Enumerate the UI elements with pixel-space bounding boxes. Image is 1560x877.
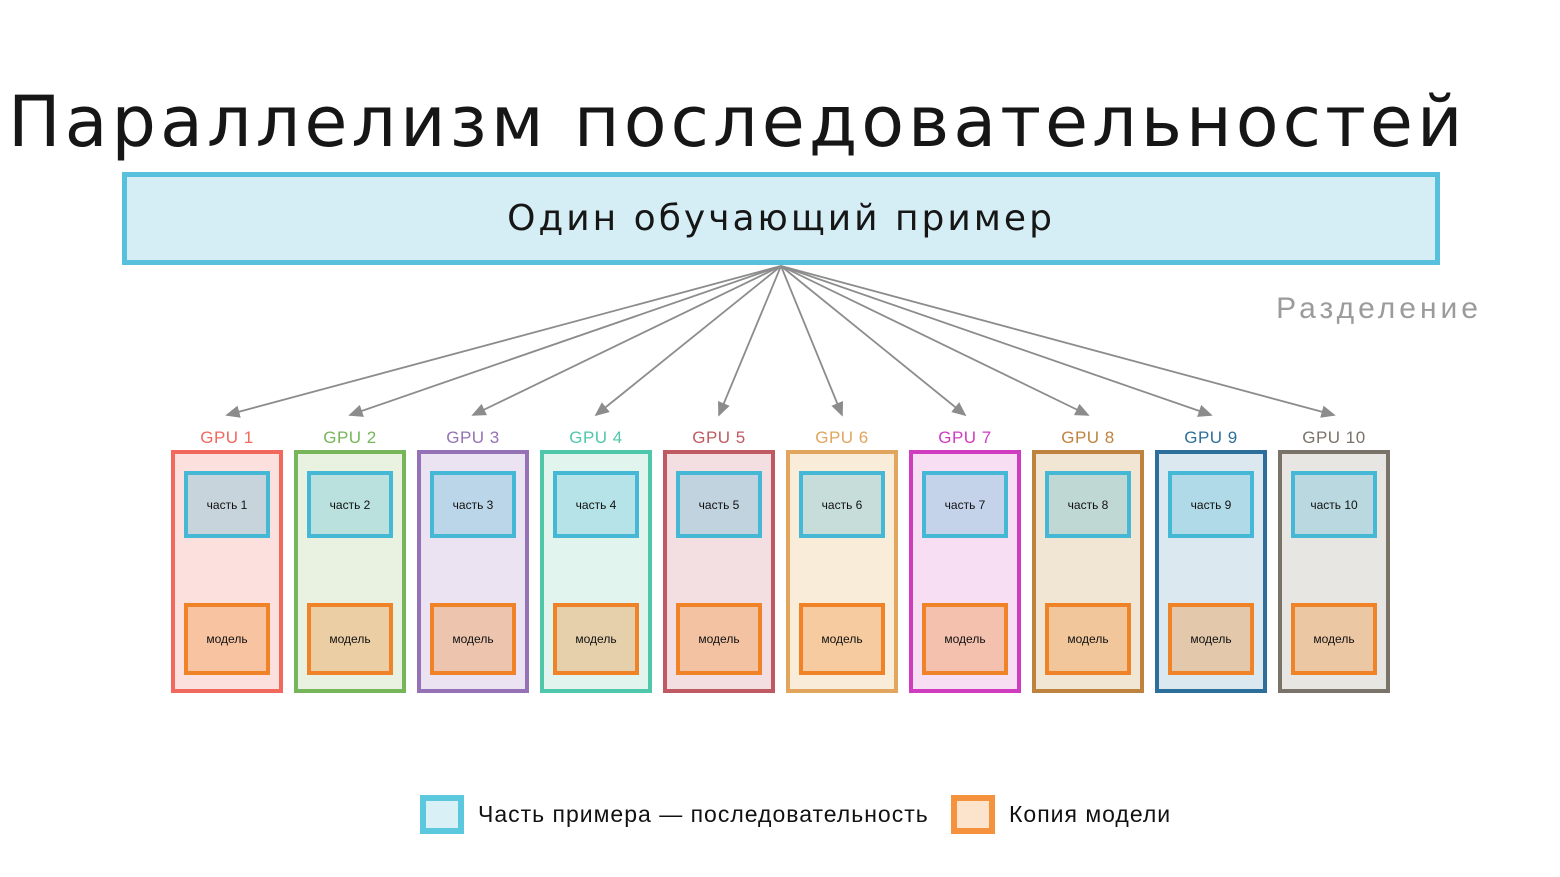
sequence-swatch-icon [420,795,464,834]
gpu-box: часть 6 модель [786,450,898,693]
gpu-box: часть 4 модель [540,450,652,693]
sequence-part-box: часть 5 [676,471,762,538]
model-copy-box: модель [676,603,762,675]
sequence-part-box: часть 1 [184,471,270,538]
sequence-part-label: часть 10 [1310,497,1358,512]
model-copy-label: модель [944,632,986,646]
sequence-part-label: часть 1 [206,497,248,512]
model-copy-label: модель [452,632,494,646]
legend-item-model: Копия модели [951,795,1171,834]
gpu-box: часть 8 модель [1032,450,1144,693]
gpu-box: часть 7 модель [909,450,1021,693]
sequence-part-box: часть 2 [307,471,393,538]
gpu-label: GPU 6 [815,428,869,447]
sequence-part-box: часть 9 [1168,471,1254,538]
gpu-box: часть 5 модель [663,450,775,693]
sequence-part-label: часть 6 [821,497,863,512]
gpu-label: GPU 9 [1184,428,1238,447]
gpu-column: GPU 6 часть 6 модель [786,428,898,693]
model-copy-label: модель [206,632,248,646]
model-copy-box: модель [1045,603,1131,675]
split-arrow [780,265,1090,416]
split-arrow [780,265,844,417]
sequence-part-label: часть 8 [1067,497,1109,512]
gpu-box: часть 10 модель [1278,450,1390,693]
split-arrow [718,265,782,417]
model-copy-label: модель [821,632,863,646]
model-copy-label: модель [1313,632,1355,646]
split-label: Разделение [1276,292,1482,325]
sequence-part-label: часть 3 [452,497,494,512]
model-swatch-icon [951,795,995,834]
gpu-label: GPU 4 [569,428,623,447]
model-copy-box: модель [1168,603,1254,675]
model-copy-label: модель [1190,632,1232,646]
split-arrow [780,265,967,417]
gpu-column: GPU 7 часть 7 модель [909,428,1021,693]
legend-item-sequence: Часть примера — последовательность [420,795,929,834]
model-copy-box: модель [922,603,1008,675]
gpu-column: GPU 2 часть 2 модель [294,428,406,693]
sequence-part-label: часть 2 [329,497,371,512]
gpu-label: GPU 8 [1061,428,1115,447]
gpu-column: GPU 3 часть 3 модель [417,428,529,693]
gpu-label: GPU 7 [938,428,992,447]
gpu-column: GPU 10 часть 10 модель [1278,428,1390,693]
split-arrow [348,265,782,417]
sequence-part-box: часть 7 [922,471,1008,538]
gpu-column: GPU 9 часть 9 модель [1155,428,1267,693]
model-copy-box: модель [553,603,639,675]
split-arrow [225,265,782,418]
training-example-label: Один обучающий пример [507,198,1055,239]
sequence-part-label: часть 9 [1190,497,1232,512]
sequence-part-label: часть 5 [698,497,740,512]
gpu-label: GPU 5 [692,428,746,447]
legend-sequence-label: Часть примера — последовательность [478,801,929,827]
gpu-box: часть 2 модель [294,450,406,693]
model-copy-box: модель [430,603,516,675]
sequence-part-label: часть 7 [944,497,986,512]
model-copy-box: модель [307,603,393,675]
split-arrow [594,265,782,417]
model-copy-label: модель [329,632,371,646]
gpu-box: часть 3 модель [417,450,529,693]
model-copy-label: модель [698,632,740,646]
model-copy-box: модель [1291,603,1377,675]
sequence-part-box: часть 3 [430,471,516,538]
gpu-label: GPU 2 [323,428,377,447]
model-copy-label: модель [1067,632,1109,646]
sequence-part-box: часть 6 [799,471,885,538]
sequence-part-box: часть 10 [1291,471,1377,538]
legend-model-label: Копия модели [1009,801,1172,827]
gpu-row: GPU 1 часть 1 модель GPU 2 часть 2 модел… [171,428,1390,693]
model-copy-box: модель [184,603,270,675]
model-copy-label: модель [575,632,617,646]
gpu-label: GPU 3 [446,428,500,447]
training-example-box: Один обучающий пример [122,172,1440,265]
gpu-label: GPU 1 [200,428,254,447]
sequence-part-box: часть 4 [553,471,639,538]
gpu-column: GPU 5 часть 5 модель [663,428,775,693]
gpu-label: GPU 10 [1302,428,1366,447]
split-arrow [471,265,782,416]
sequence-part-label: часть 4 [575,497,617,512]
gpu-column: GPU 8 часть 8 модель [1032,428,1144,693]
split-arrow [780,265,1213,417]
sequence-part-box: часть 8 [1045,471,1131,538]
gpu-column: GPU 1 часть 1 модель [171,428,283,693]
split-arrow [780,265,1336,418]
model-copy-box: модель [799,603,885,675]
page-title: Параллелизм последовательностей [8,80,1467,163]
gpu-column: GPU 4 часть 4 модель [540,428,652,693]
gpu-box: часть 9 модель [1155,450,1267,693]
gpu-box: часть 1 модель [171,450,283,693]
